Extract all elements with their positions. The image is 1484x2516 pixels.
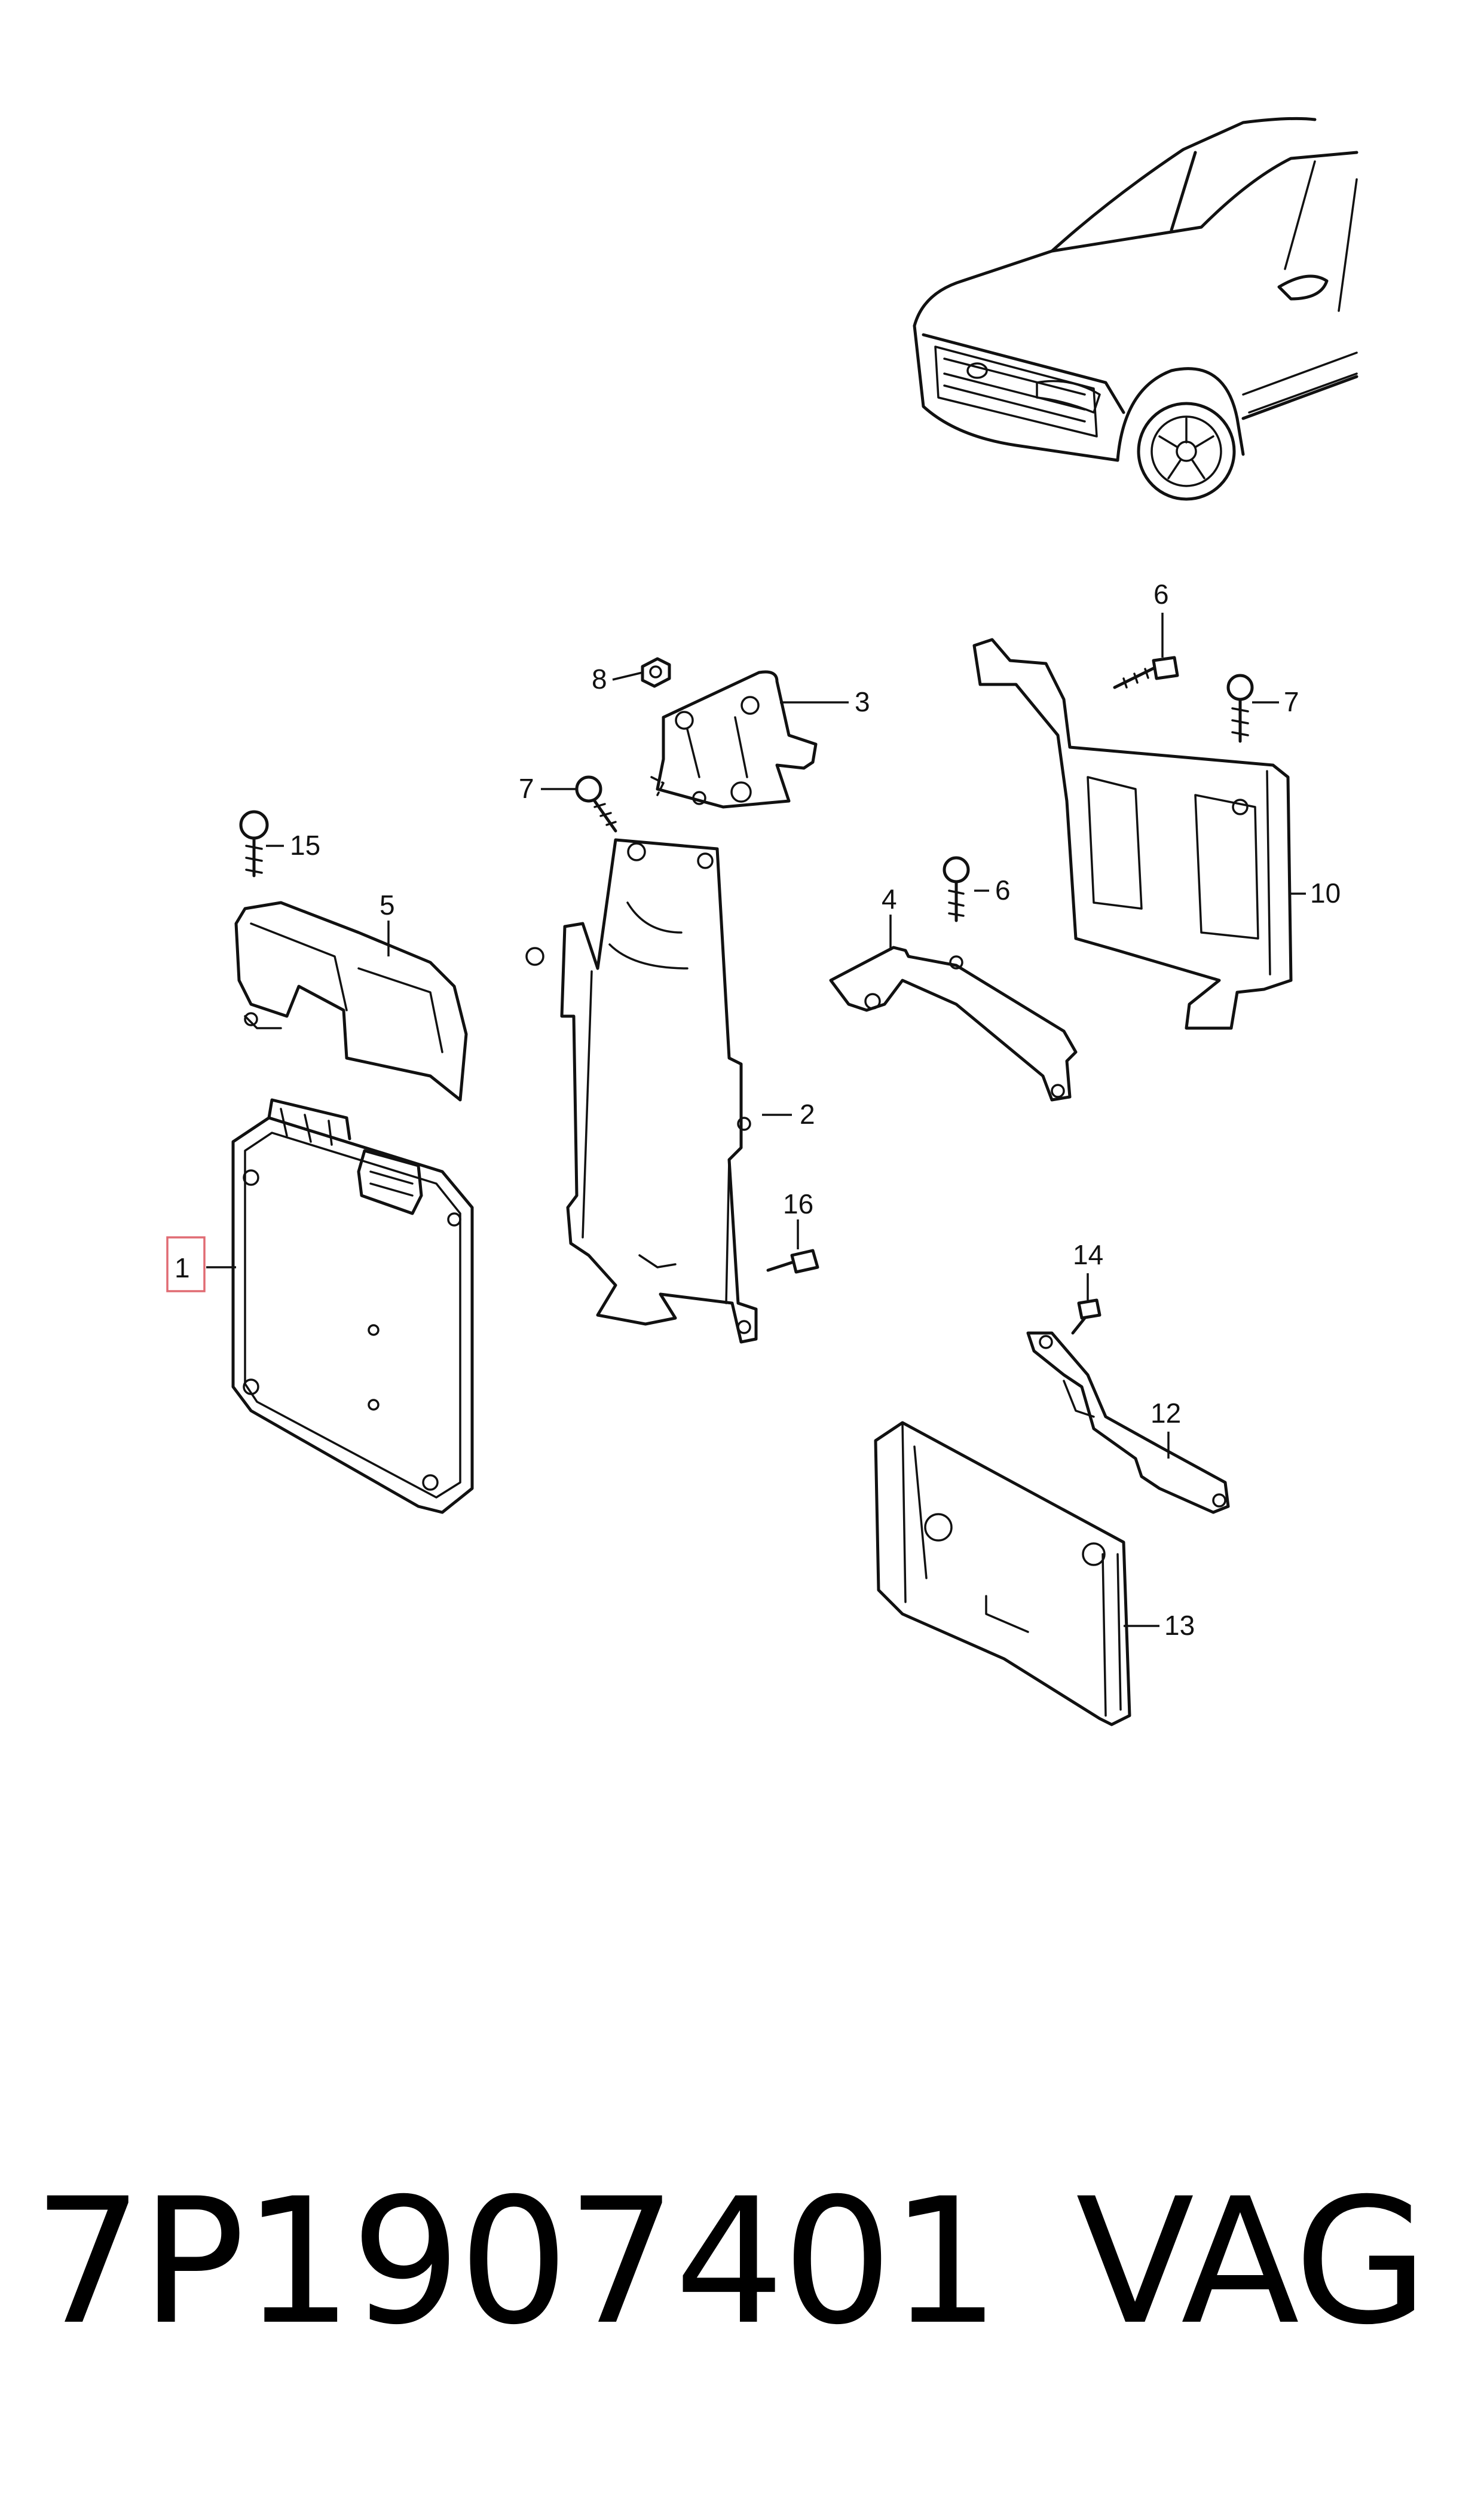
callout-12: 12 bbox=[1151, 1398, 1181, 1429]
exploded-parts-diagram: 1 2 3 4 5 6 6 7 7 8 10 12 13 14 15 16 bbox=[166, 117, 1358, 1726]
callout-13: 13 bbox=[1164, 1610, 1195, 1641]
fastener-7a-screw bbox=[575, 775, 617, 833]
leader-lines bbox=[206, 613, 1306, 1627]
callout-6-top: 6 bbox=[1153, 579, 1169, 610]
fastener-8-nut bbox=[641, 657, 671, 688]
vehicle-reference-illustration bbox=[913, 117, 1358, 501]
fastener-14-bolt bbox=[1071, 1298, 1101, 1335]
part-number-text: 7P1907401 bbox=[33, 2162, 1000, 2363]
callout-4: 4 bbox=[882, 883, 897, 915]
fastener-7b-screw bbox=[1226, 674, 1254, 743]
part-12-strap bbox=[1026, 1331, 1230, 1514]
part-3-upper-bracket bbox=[650, 670, 818, 809]
part-1-control-unit bbox=[231, 1098, 474, 1514]
part-10-large-bracket bbox=[972, 638, 1293, 1030]
part-4-bracket bbox=[829, 946, 1078, 1102]
callout-6-middle: 6 bbox=[995, 875, 1011, 906]
callout-3: 3 bbox=[855, 686, 870, 717]
part-2-main-bracket bbox=[525, 838, 758, 1344]
fastener-15-screw bbox=[239, 810, 269, 878]
brand-text: VAG bbox=[1076, 2162, 1428, 2363]
part-5-cover bbox=[234, 901, 468, 1102]
fastener-6b-screw bbox=[943, 856, 970, 922]
callout-14: 14 bbox=[1073, 1239, 1103, 1270]
callout-7-left: 7 bbox=[519, 773, 534, 804]
callout-labels: 1 2 3 4 5 6 6 7 7 8 10 12 13 14 15 16 bbox=[175, 579, 1341, 1641]
callout-5: 5 bbox=[380, 889, 395, 921]
callout-1: 1 bbox=[175, 1252, 190, 1283]
callout-8: 8 bbox=[592, 664, 607, 695]
callout-1-highlight-box bbox=[166, 1236, 206, 1292]
callout-15: 15 bbox=[290, 830, 320, 861]
callout-7-right: 7 bbox=[1284, 686, 1299, 717]
callout-16: 16 bbox=[783, 1188, 813, 1219]
callout-2: 2 bbox=[800, 1099, 815, 1130]
fastener-6a-bolt bbox=[1113, 656, 1179, 689]
callout-10: 10 bbox=[1310, 878, 1341, 909]
part-13-module bbox=[874, 1421, 1131, 1726]
fastener-16-bolt bbox=[766, 1249, 819, 1274]
